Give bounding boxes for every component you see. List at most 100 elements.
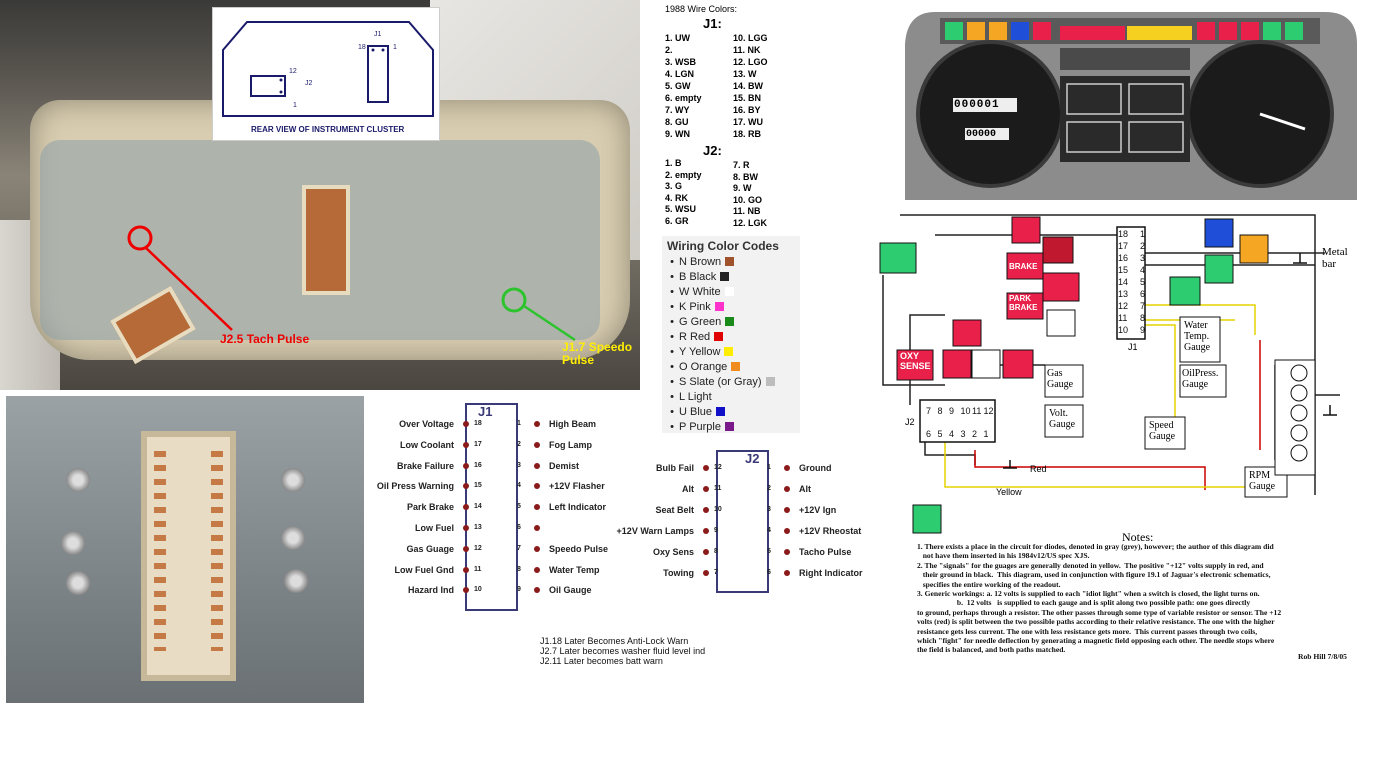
pin-number: 3 xyxy=(767,506,771,513)
battery-lamp-icon xyxy=(1011,216,1041,244)
pin-dot xyxy=(463,483,469,490)
later-note: J2.11 Later becomes batt warn xyxy=(540,656,663,666)
wire-entry: 15. BN xyxy=(733,93,762,103)
pin-label: Low Fuel Gnd xyxy=(394,564,455,575)
wire-colors-j1-title: J1: xyxy=(703,16,722,31)
brake-lamp-icon xyxy=(1006,252,1044,280)
pin-number: 5 xyxy=(767,548,771,555)
pin-dot xyxy=(703,486,709,492)
inset-j1-label: J1 xyxy=(374,31,382,38)
speedometer xyxy=(916,40,1064,188)
schematic-pin-number: 15 xyxy=(1118,265,1129,275)
color-codes-title: Wiring Color Codes xyxy=(667,239,779,253)
pin-number: 8 xyxy=(517,565,521,573)
pin-number: 12 xyxy=(474,544,482,552)
dashboard-illustration xyxy=(905,12,1357,200)
color-code-label: Y Yellow xyxy=(679,345,721,358)
schematic-pin-number: 5 xyxy=(1140,277,1146,287)
color-code-row: •B Black xyxy=(665,269,800,284)
pin-dot xyxy=(534,483,540,490)
cluster-schematic xyxy=(879,214,1340,534)
high-beam-lamp-icon xyxy=(1204,218,1234,248)
left-indicator-lamp-icon xyxy=(1169,276,1201,306)
notes-line: resistance gets less current. The one wi… xyxy=(917,626,1258,636)
red-wire-label: Red xyxy=(1030,464,1047,474)
pin-label: Bulb Fail xyxy=(656,463,694,473)
odometer-readout: 000001 xyxy=(954,99,1000,111)
pin-label: +12V Warn Lamps xyxy=(616,526,694,536)
later-notes: J1.18 Later Becomes Anti-Lock Warn J2.7 … xyxy=(540,636,705,666)
schematic-pin-number: 9 xyxy=(949,406,955,416)
speed-gauge-label: Speed Gauge xyxy=(1149,420,1176,442)
pin-label: Fog Lamp xyxy=(549,439,592,450)
color-code-row: •W White xyxy=(665,284,800,299)
pin-label: +12V Flasher xyxy=(549,481,605,492)
oxy-sense-lamp-icon xyxy=(896,349,934,381)
notes-line: which "fight" for needle deflection by g… xyxy=(917,636,1275,646)
color-code-label: G Green xyxy=(679,315,722,328)
bullet: • xyxy=(670,270,674,283)
color-code-row: •U Blue xyxy=(665,404,800,419)
pin-number: 2 xyxy=(767,485,771,492)
pin-number: 1 xyxy=(517,420,521,427)
bullet: • xyxy=(670,420,674,433)
pin-dot xyxy=(784,528,790,534)
rear-view-inset: J1 18 1 12 J2 1 REAR VIEW OF INSTRUMENT … xyxy=(212,7,440,141)
screw xyxy=(66,468,90,492)
wire-entry: 5. GW xyxy=(665,81,691,91)
pin-number: 9 xyxy=(714,527,718,534)
screw xyxy=(66,571,90,595)
schematic-pin-number: 11 xyxy=(1118,313,1128,323)
wire-entry: 3. G xyxy=(665,181,683,191)
wire-entry: 4. RK xyxy=(665,192,689,203)
pin-label: Low Fuel xyxy=(415,523,454,533)
pin-label: Over Voltage xyxy=(399,419,454,429)
color-swatch xyxy=(725,257,735,266)
pin-dot xyxy=(703,507,709,513)
pin-number: 10 xyxy=(714,506,722,513)
pin-label: +12V Rheostat xyxy=(799,526,862,536)
brake-label: BRAKE xyxy=(1009,262,1038,271)
pin-label: Towing xyxy=(663,568,694,578)
pin-number: 7 xyxy=(517,544,521,552)
notes-author: Rob Hill 7/8/05 xyxy=(1298,652,1347,661)
color-code-row: •K Pink xyxy=(665,299,800,314)
pin-dot xyxy=(703,570,709,576)
color-code-label: U Blue xyxy=(679,405,713,418)
tach-pulse-circle xyxy=(127,225,153,251)
j1-connector-photo xyxy=(302,185,350,295)
speedo-pulse-label: J1.7 Speedo Pulse xyxy=(562,340,633,367)
pin-label: Gas Guage xyxy=(406,543,454,554)
wire-entry: 1. B xyxy=(665,158,682,168)
pin-number: 5 xyxy=(517,503,521,511)
wire-entry: 10. GO xyxy=(733,194,763,205)
pin-dot xyxy=(534,504,540,511)
schematic-pin-number: 4 xyxy=(949,429,955,439)
wire-entry: 14. BW xyxy=(733,81,764,91)
pin-number: 6 xyxy=(517,524,521,531)
wire-entry: 6. GR xyxy=(665,215,689,226)
tach-pulse-arrow xyxy=(145,247,233,331)
schematic-pin-number: 3 xyxy=(960,429,966,439)
pin-dot xyxy=(463,545,469,552)
color-code-label: R Red xyxy=(679,330,711,343)
inset-j1-pin1: 1 xyxy=(393,44,397,51)
pin-label: +12V Ign xyxy=(799,505,837,515)
color-swatch xyxy=(725,317,735,326)
fog-lamp-icon xyxy=(1239,234,1269,264)
pin-dot xyxy=(463,587,469,594)
wire-entry: 5. WSU xyxy=(665,204,697,214)
pin-label: Speedo Pulse xyxy=(549,543,609,554)
lamp-icon xyxy=(1042,236,1074,264)
color-code-row: •G Green xyxy=(665,314,800,329)
j2-pinout-box xyxy=(716,450,769,593)
notes-line: their ground in black. This diagram, use… xyxy=(917,570,1271,580)
pin-dot xyxy=(784,465,790,471)
pin-number: 16 xyxy=(474,461,482,469)
schematic-pin-number: 4 xyxy=(1140,265,1146,275)
pin-label: Brake Failure xyxy=(396,460,454,471)
wire-entry: 13. W xyxy=(733,69,757,79)
schematic-pin-number: 10 xyxy=(1118,325,1129,335)
wire-entry: 1. UW xyxy=(665,33,691,43)
pin-label: Park Brake xyxy=(406,502,454,513)
